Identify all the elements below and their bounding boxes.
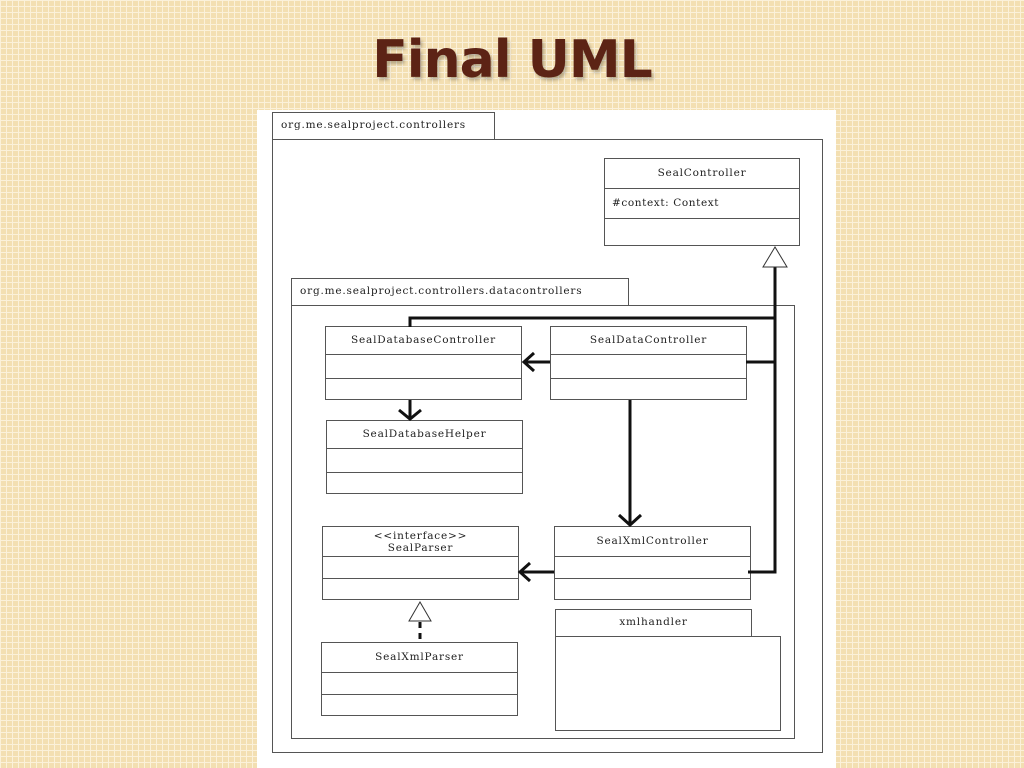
class-attributes	[327, 449, 522, 473]
class-name-text: SealDataController	[589, 334, 708, 346]
class-seal-database-controller: SealDatabaseController	[325, 326, 522, 400]
class-seal-xml-parser: SealXmlParser	[321, 642, 518, 716]
attribute-text: #context: Context	[612, 197, 720, 209]
inner-package-name: org.me.sealproject.controllers.datacontr…	[300, 285, 583, 297]
class-name: SealXmlParser	[322, 643, 517, 673]
class-name: SealXmlController	[555, 527, 750, 557]
class-attributes	[555, 557, 750, 579]
inner-package-tab: org.me.sealproject.controllers.datacontr…	[291, 278, 629, 306]
uml-diagram: org.me.sealproject.controllers SealContr…	[257, 110, 836, 768]
outer-package-tab: org.me.sealproject.controllers	[272, 112, 495, 140]
class-operations	[323, 579, 518, 599]
class-seal-data-controller: SealDataController	[550, 326, 747, 400]
class-operations	[605, 219, 799, 245]
class-operations	[326, 379, 521, 399]
outer-package-name: org.me.sealproject.controllers	[281, 119, 466, 131]
class-attributes	[323, 557, 518, 579]
class-operations	[551, 379, 746, 399]
class-attributes: #context: Context	[605, 189, 799, 219]
class-name-text: SealParser	[387, 542, 454, 554]
class-operations	[327, 473, 522, 493]
class-attributes	[326, 355, 521, 379]
class-seal-xml-controller: SealXmlController	[554, 526, 751, 600]
class-name-text: SealDatabaseController	[351, 334, 496, 346]
class-operations	[555, 579, 750, 599]
class-seal-controller: SealController #context: Context	[604, 158, 800, 246]
class-name: <<interface>> SealParser	[323, 527, 518, 557]
class-name-text: SealXmlParser	[375, 651, 464, 663]
class-seal-database-helper: SealDatabaseHelper	[326, 420, 523, 494]
class-name-text: SealController	[657, 167, 747, 179]
class-name: SealDatabaseController	[326, 327, 521, 355]
class-name-text: SealXmlController	[596, 535, 709, 547]
slide-title: Final UML	[372, 30, 653, 90]
xmlhandler-package-body	[555, 636, 781, 731]
xmlhandler-package-name: xmlhandler	[619, 616, 688, 628]
class-operations	[322, 695, 517, 715]
class-stereotype: <<interface>>	[373, 530, 468, 542]
class-seal-parser: <<interface>> SealParser	[322, 526, 519, 600]
class-name-text: SealDatabaseHelper	[362, 428, 487, 440]
class-attributes	[322, 673, 517, 695]
class-name: SealController	[605, 159, 799, 189]
class-name: SealDataController	[551, 327, 746, 355]
xmlhandler-package-tab: xmlhandler	[555, 609, 752, 637]
class-attributes	[551, 355, 746, 379]
class-name: SealDatabaseHelper	[327, 421, 522, 449]
